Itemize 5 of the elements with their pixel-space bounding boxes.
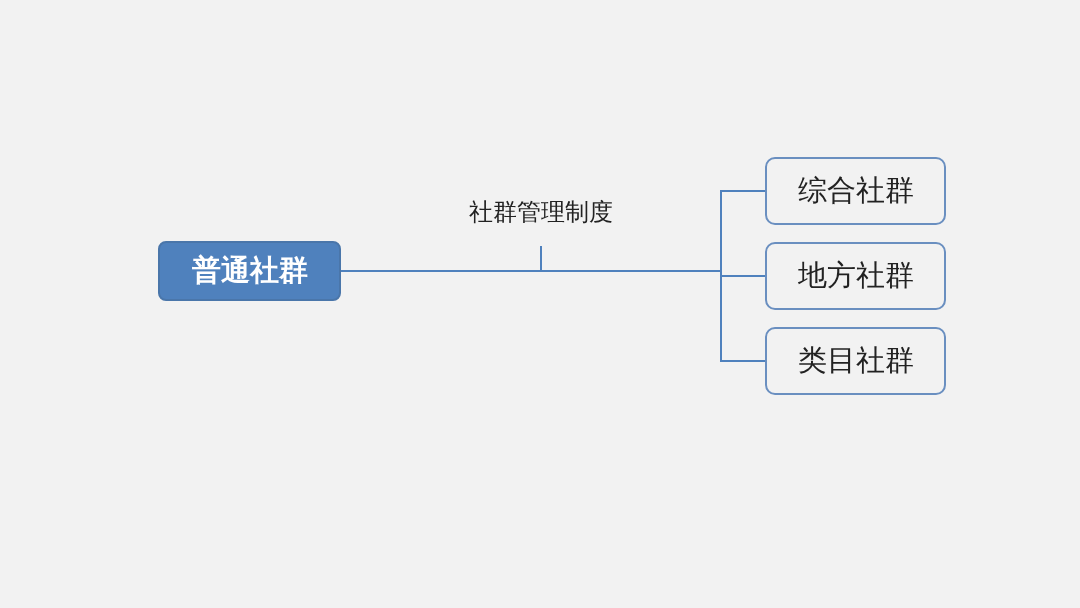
child-box: 地方社群 bbox=[765, 242, 946, 310]
root-box: 普通社群 bbox=[158, 241, 341, 301]
child-box: 类目社群 bbox=[765, 327, 946, 395]
branch-label: 社群管理制度 bbox=[450, 196, 632, 246]
child-box: 综合社群 bbox=[765, 157, 946, 225]
